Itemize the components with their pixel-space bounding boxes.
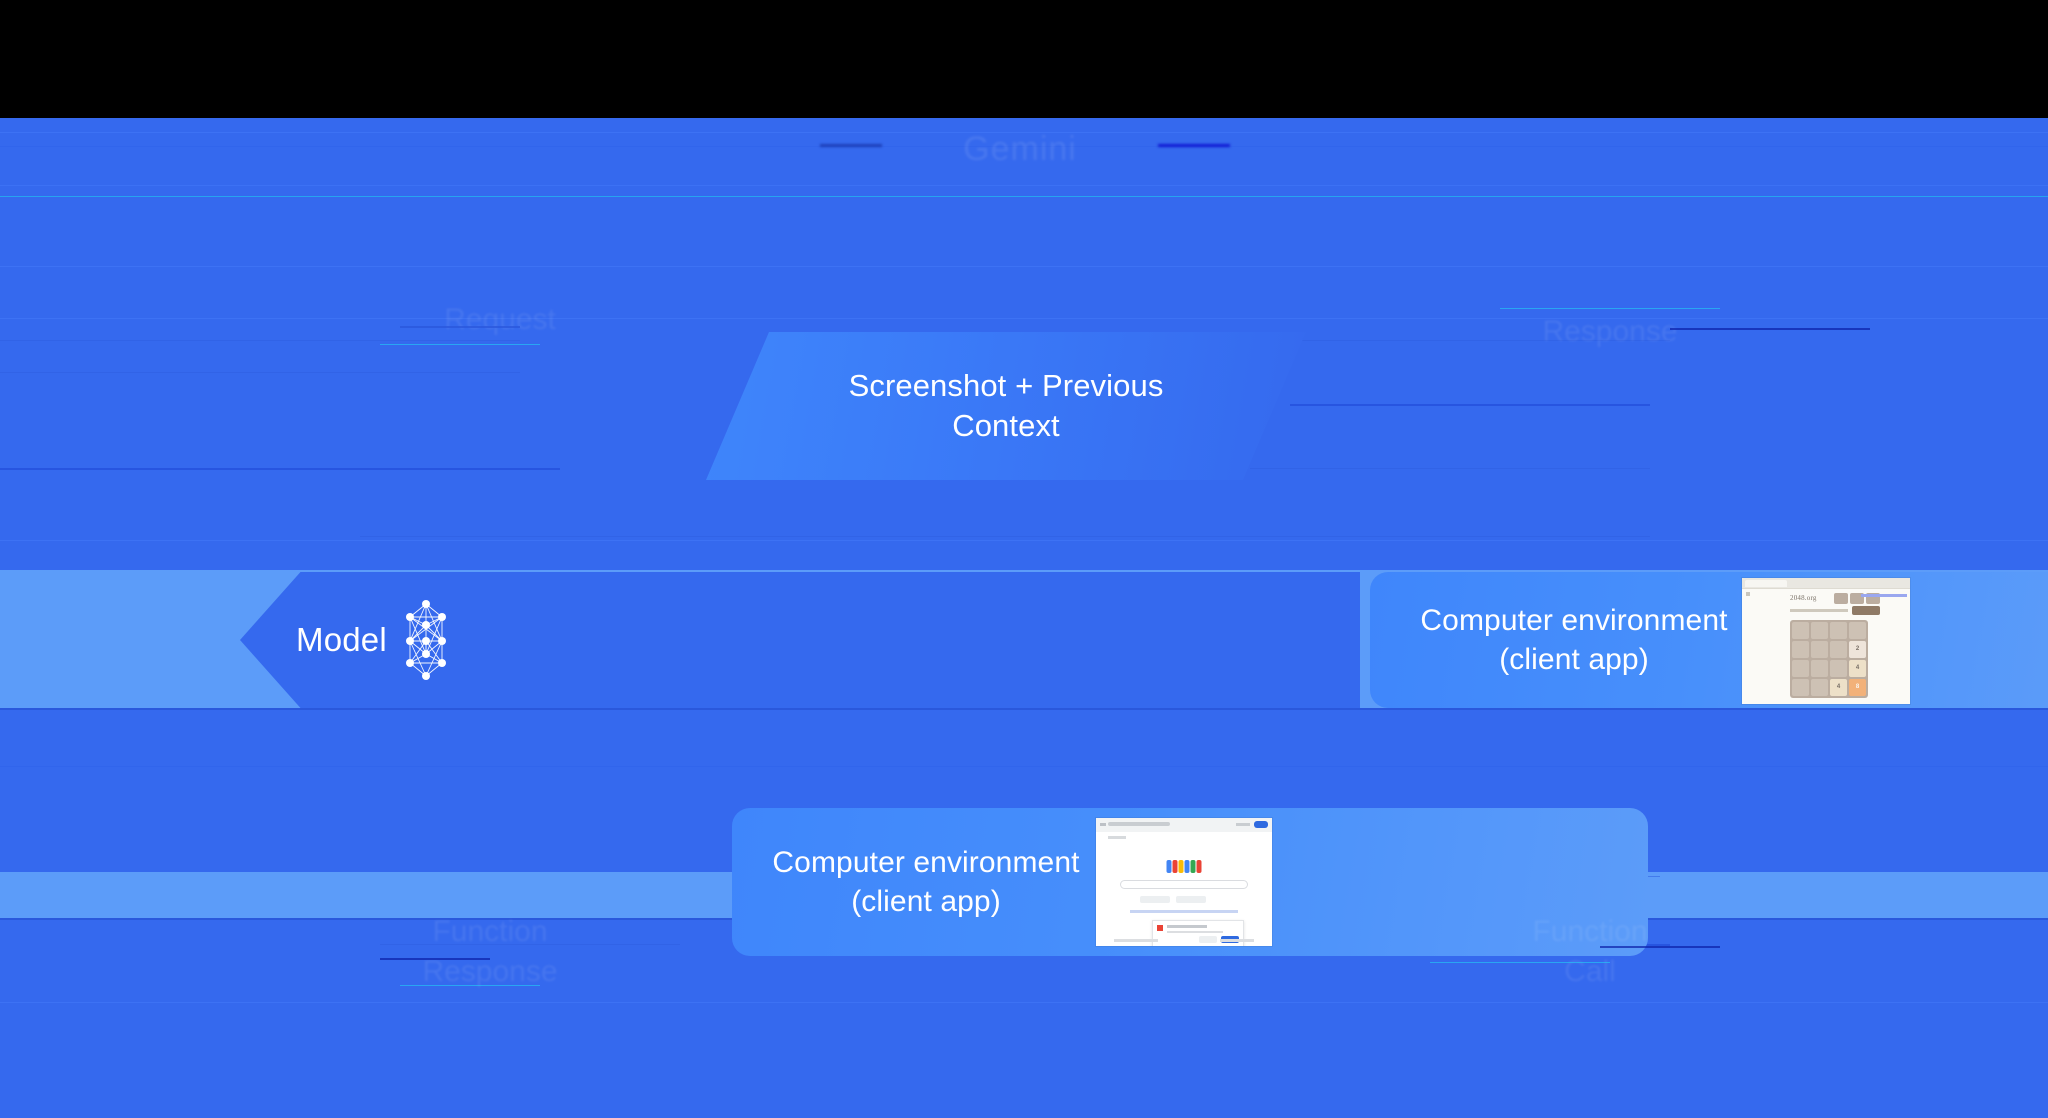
tile	[1830, 660, 1847, 677]
dialog-icon	[1157, 925, 1163, 931]
bookmark-bar	[1108, 836, 1126, 839]
lucky-button[interactable]	[1176, 896, 1206, 903]
2048-game-thumbnail[interactable]: 2048.org 2 4 4 8	[1742, 578, 1910, 704]
scanline-artifact	[0, 1002, 2048, 1003]
dialog-title	[1167, 925, 1207, 928]
dialog-cancel-button[interactable]	[1199, 936, 1217, 943]
toolbar-items	[1236, 823, 1250, 826]
tile	[1811, 622, 1828, 639]
score-box	[1866, 593, 1880, 604]
site-title: 2048.org	[1790, 594, 1817, 602]
tile	[1792, 641, 1809, 658]
connector-line	[0, 372, 520, 373]
connector-line	[380, 944, 680, 945]
node-screenshot-context-label: Screenshot + Previous Context	[848, 368, 1164, 443]
nav-links	[1861, 594, 1907, 597]
score-box	[1850, 593, 1864, 604]
tile	[1792, 622, 1809, 639]
google-search-thumbnail[interactable]	[1096, 818, 1272, 946]
ghost-strike	[380, 958, 490, 960]
address-bar[interactable]	[1108, 822, 1170, 826]
tile	[1792, 679, 1809, 696]
tile: 8	[1849, 679, 1866, 696]
node-model[interactable]: Model	[240, 572, 1360, 708]
scanline-artifact	[0, 266, 2048, 267]
scanline-artifact	[0, 766, 2048, 767]
header-ghost-title: Gemini	[820, 118, 1230, 180]
connector-line	[1290, 404, 1650, 406]
page-icon	[1746, 592, 1750, 596]
footer-left-links	[1114, 939, 1158, 942]
ghost-strike	[380, 344, 540, 345]
node-environment-right-label: Computer environment (client app)	[1420, 604, 1728, 676]
google-logo-icon	[1166, 860, 1202, 873]
tile	[1811, 641, 1828, 658]
tile	[1849, 622, 1866, 639]
dialog-popup[interactable]	[1152, 920, 1244, 946]
tile	[1792, 660, 1809, 677]
tile	[1830, 641, 1847, 658]
scanline-artifact	[0, 196, 2048, 197]
tile: 4	[1849, 660, 1866, 677]
ghost-strike	[1600, 946, 1720, 948]
subtitle-text	[1790, 609, 1848, 612]
header-rule-left	[820, 144, 882, 147]
score-box	[1834, 593, 1848, 604]
profile-button[interactable]	[1254, 821, 1268, 828]
tile: 4	[1830, 679, 1847, 696]
new-game-button[interactable]	[1852, 606, 1880, 615]
connector-line	[1250, 468, 1650, 469]
game-board[interactable]: 2 4 4 8	[1790, 620, 1868, 698]
scanline-artifact	[0, 146, 2048, 147]
nav-buttons	[1100, 823, 1106, 826]
connector-line	[1290, 340, 1670, 341]
node-environment-bottom-label: Computer environment (client app)	[772, 846, 1080, 918]
browser-chrome-bar	[1096, 818, 1272, 832]
scanline-artifact	[0, 185, 2048, 186]
node-screenshot-context[interactable]: Screenshot + Previous Context	[706, 332, 1306, 480]
ghost-strike	[1670, 328, 1870, 330]
tile	[1811, 679, 1828, 696]
divider-rule-upper	[0, 708, 2048, 710]
ghost-strike	[1430, 962, 1610, 963]
ghost-strike	[400, 985, 540, 986]
node-model-label: Model	[296, 621, 387, 658]
language-note	[1130, 910, 1238, 913]
dialog-body	[1167, 931, 1223, 933]
scanline-artifact	[0, 318, 2048, 319]
neural-network-icon	[387, 597, 449, 683]
scanline-artifact	[0, 132, 2048, 133]
edge-label-top-left: Request	[444, 303, 556, 336]
header-title-text: Gemini	[963, 130, 1077, 168]
connector-line	[0, 340, 520, 341]
node-environment-right[interactable]: Computer environment (client app)	[1370, 572, 2048, 708]
header-rule-right	[1158, 144, 1230, 147]
connector-line	[0, 468, 560, 470]
search-input[interactable]	[1120, 880, 1248, 889]
browser-chrome-bar	[1742, 578, 1910, 589]
edge-label-top-right: Response	[1542, 315, 1678, 348]
footer-right-links	[1220, 939, 1254, 942]
browser-tab	[1745, 580, 1787, 587]
search-button[interactable]	[1140, 896, 1170, 903]
tile	[1811, 660, 1828, 677]
edge-label-bottom-right: Function Call	[1532, 915, 1648, 988]
tile: 2	[1849, 641, 1866, 658]
edge-label-bottom-left: Function Response	[422, 915, 558, 988]
scanline-artifact	[0, 540, 2048, 541]
ghost-strike	[400, 326, 520, 328]
tile	[1830, 622, 1847, 639]
connector-line	[360, 536, 1650, 537]
ghost-strike	[1500, 308, 1720, 309]
